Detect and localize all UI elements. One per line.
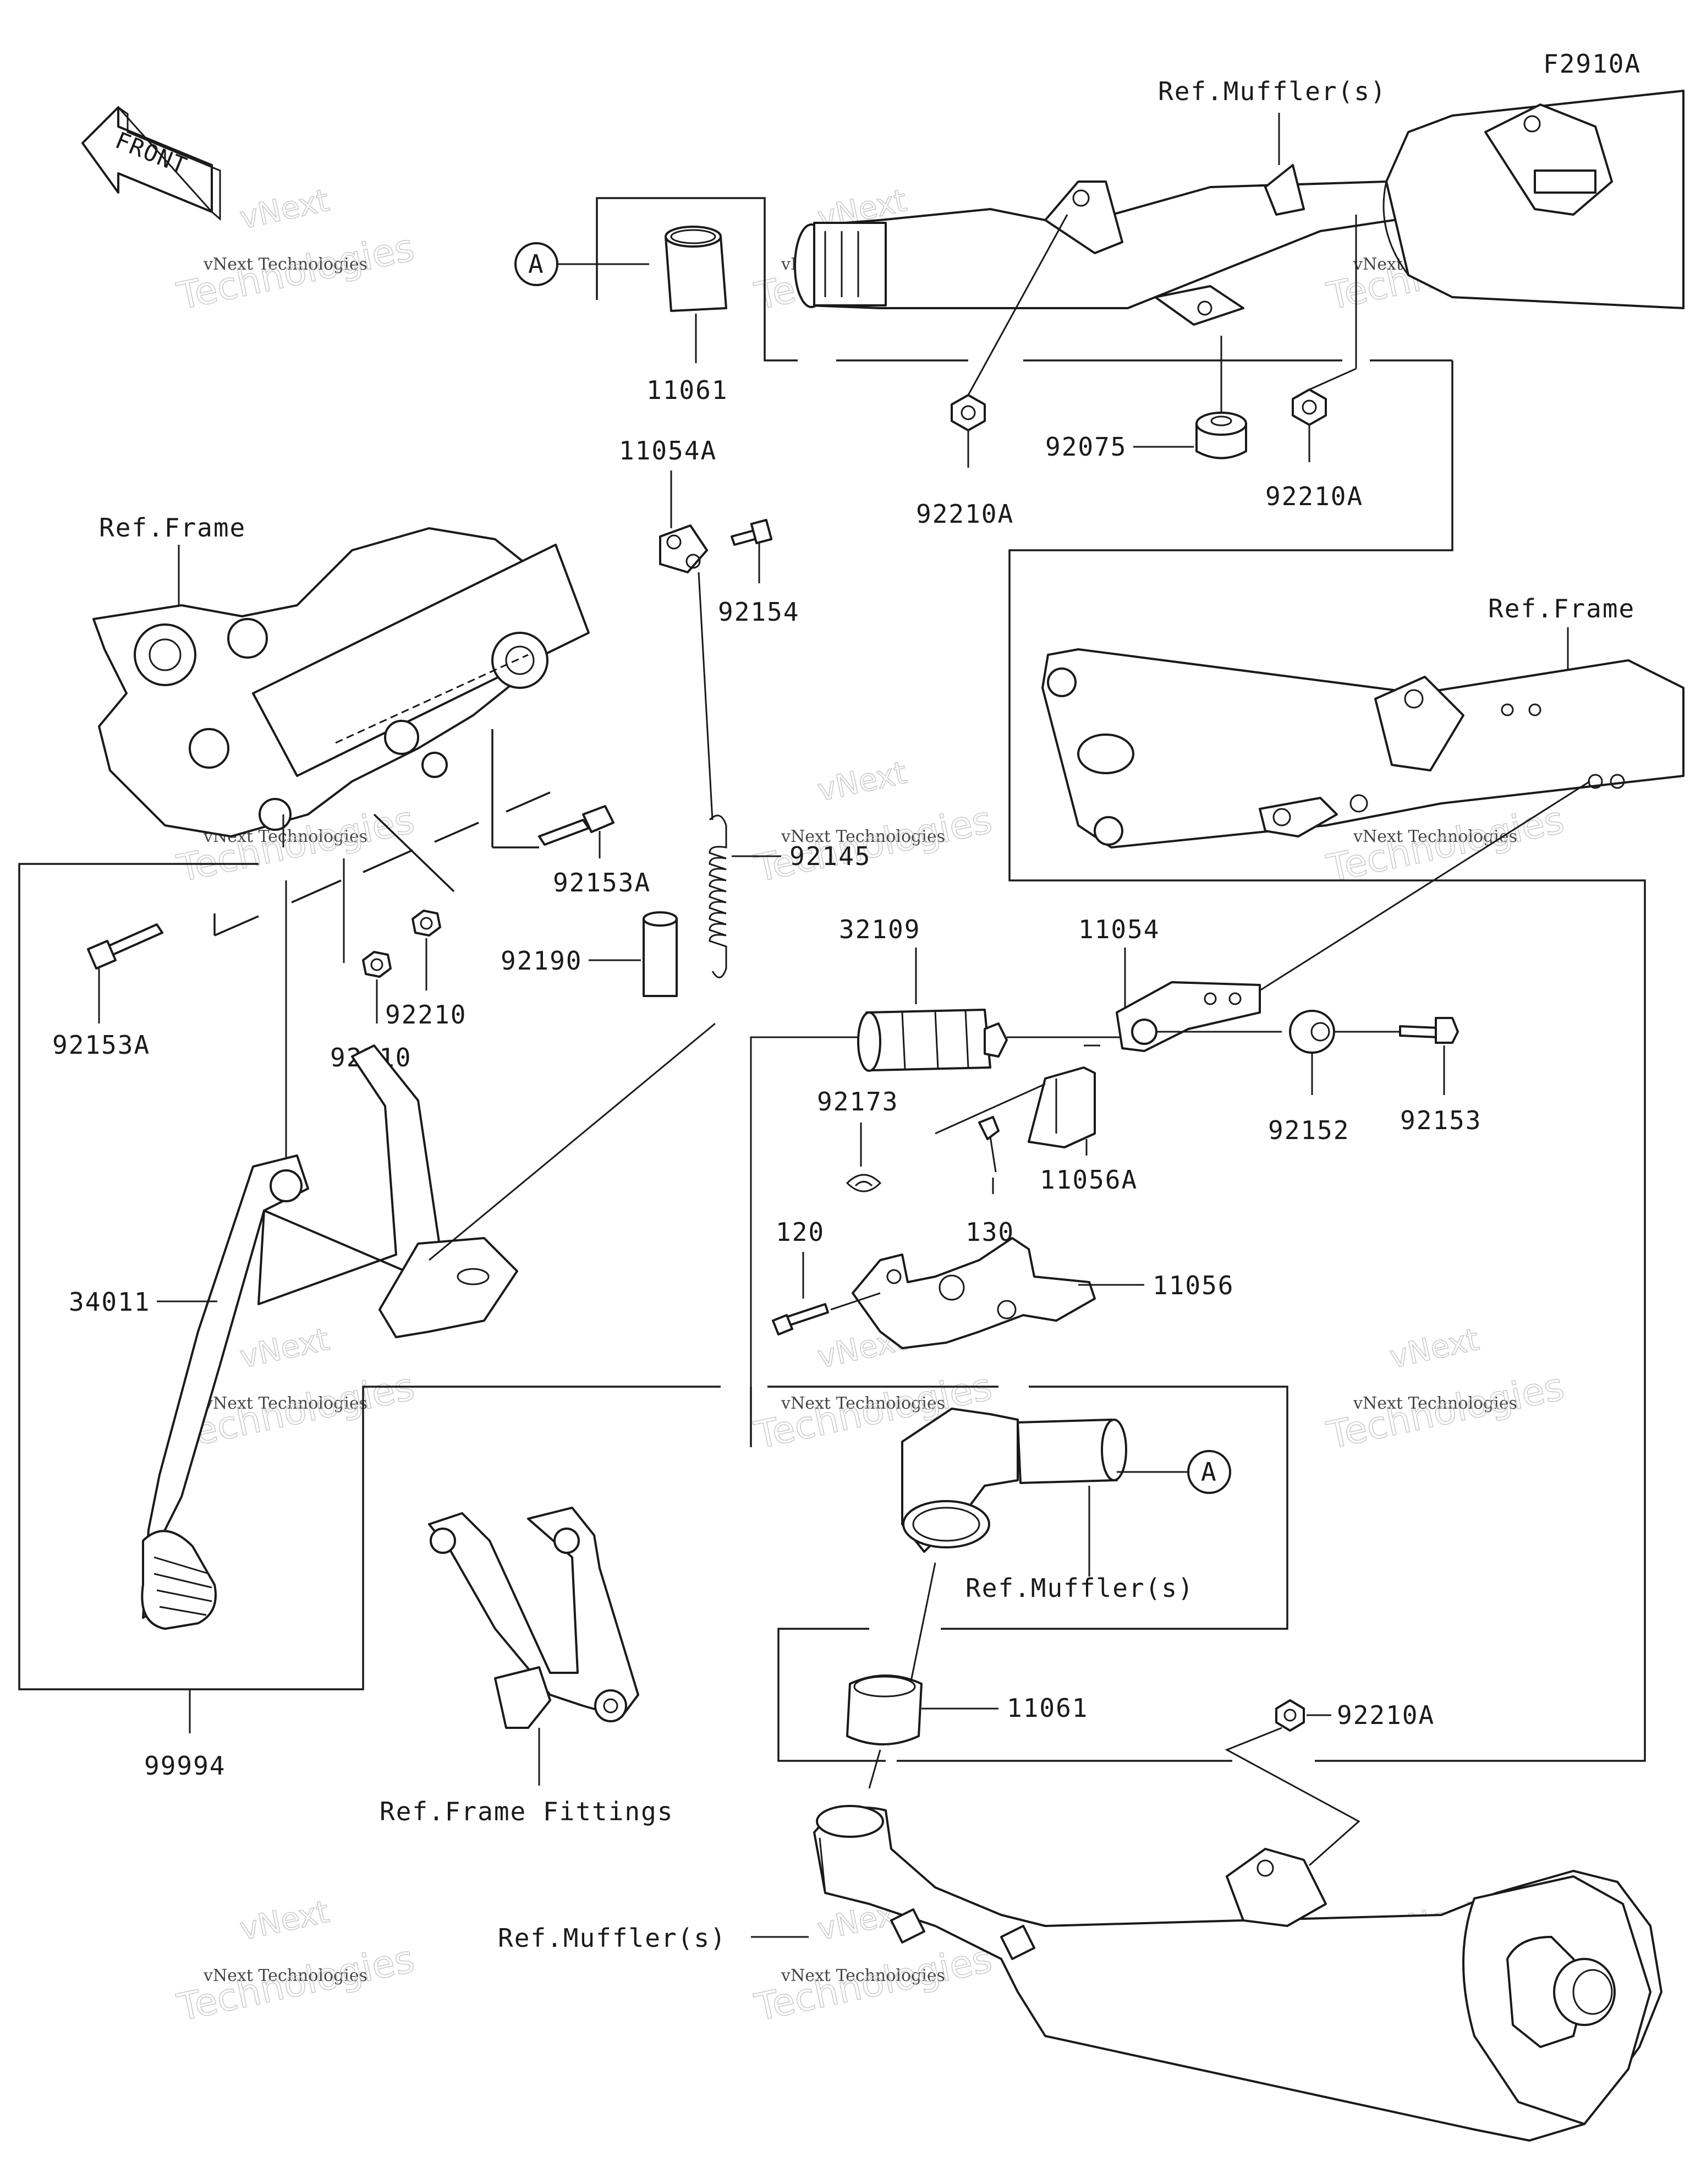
bracket-11054A [659,524,708,573]
watermark-5: vNext vNext Technologies Technologies [751,754,996,891]
muffler-shell-top [1382,90,1684,309]
front-arrow-icon: FRONT [81,106,221,221]
figure-code: F2910A [1543,49,1641,79]
svg-text:vNext: vNext [815,755,910,809]
svg-text:92145: 92145 [789,841,871,871]
mid-muffler-area: A Ref.Muffler(s) [750,1386,1288,1762]
nut-92210-right [411,910,441,937]
svg-text:vNext Technologies: vNext Technologies [203,255,367,274]
svg-text:11054A: 11054A [619,436,717,466]
svg-text:vNext: vNext [237,1322,333,1376]
muffler-bottom [813,1805,1662,2142]
svg-text:Ref.Muffler(s): Ref.Muffler(s) [1158,76,1387,106]
svg-text:92190: 92190 [501,946,582,976]
clip-92173 [846,1174,882,1192]
svg-text:vNext Technologies: vNext Technologies [1353,1394,1517,1413]
joint-pipe [901,1408,1127,1553]
rubber-footpeg-32109 [857,1009,1008,1072]
stand-34011 [141,1044,518,1630]
right-frame [1041,648,1684,849]
svg-text:Technologies: Technologies [751,798,996,891]
svg-text:A: A [1201,1457,1217,1487]
svg-text:vNext Technologies: vNext Technologies [781,1966,945,1985]
sleeve-92190 [643,911,678,997]
bolt-130 [978,1116,1000,1173]
svg-text:11061: 11061 [646,375,728,405]
upper-bracket-pipe: A 11061 Ref.Muffler(s) [514,76,1684,529]
svg-text:92075: 92075 [1045,432,1127,462]
svg-text:92210: 92210 [385,1000,467,1030]
svg-text:vNext Technologies: vNext Technologies [781,827,945,846]
svg-text:Ref.Frame: Ref.Frame [1488,594,1635,623]
svg-text:92153A: 92153A [52,1030,150,1060]
svg-text:vNext: vNext [1387,1322,1483,1376]
nut-92210A-left [951,394,986,431]
spring-92145 [698,572,727,978]
svg-text:92152: 92152 [1268,1115,1349,1145]
svg-text:vNext Technologies: vNext Technologies [1353,827,1517,846]
svg-text:92210A: 92210A [1265,481,1363,511]
gasket-11061-bottom [846,1674,923,1745]
watermark-10: vNext vNext Technologies Technologies [173,1893,419,2030]
bolt-92154 [731,518,773,546]
collar-92152 [1289,1010,1335,1054]
header-pipe [794,164,1431,326]
svg-text:A: A [528,249,545,279]
bracket-11056 [852,1237,1096,1349]
svg-text:vNext Technologies: vNext Technologies [203,1966,367,1985]
svg-text:Ref.Frame Fittings: Ref.Frame Fittings [380,1797,674,1826]
svg-text:vNext: vNext [237,1894,333,1948]
svg-text:11056A: 11056A [1040,1165,1138,1195]
svg-text:92153: 92153 [1400,1105,1482,1135]
nut-92210-left [362,951,392,978]
svg-text:Technologies: Technologies [173,1937,418,2030]
gasket-11061-top [665,226,727,312]
svg-text:32109: 32109 [839,915,920,944]
svg-text:34011: 34011 [69,1287,150,1317]
bracket-11056A [1028,1066,1096,1148]
nut-92210A-right [1292,388,1327,426]
bracket-11054 [1116,981,1261,1052]
svg-text:vNext: vNext [237,183,333,237]
frame-fittings [428,1507,639,1729]
svg-text:vNext Technologies: vNext Technologies [781,1394,945,1413]
svg-text:92210A: 92210A [916,499,1014,529]
damper-92075 [1195,412,1247,459]
bolt-92153A-left [87,923,163,970]
svg-text:Ref.Muffler(s): Ref.Muffler(s) [498,1923,727,1953]
svg-text:92154: 92154 [718,597,799,627]
svg-text:11054: 11054 [1078,915,1160,944]
svg-text:92210A: 92210A [1337,1700,1435,1730]
svg-text:Technologies: Technologies [751,1937,996,2030]
right-frame-area: Ref.Frame [897,360,1684,1762]
svg-text:92153A: 92153A [553,868,651,897]
svg-text:120: 120 [776,1217,825,1247]
left-frame-area: Ref.Frame [92,513,590,847]
svg-text:Ref.Muffler(s): Ref.Muffler(s) [965,1573,1194,1603]
svg-text:99994: 99994 [144,1751,226,1781]
bolt-92153 [1399,1017,1459,1044]
svg-text:11056: 11056 [1153,1271,1234,1300]
svg-text:vNext Technologies: vNext Technologies [203,1394,367,1413]
svg-text:11061: 11061 [1007,1693,1088,1723]
svg-text:Ref.Frame: Ref.Frame [99,513,246,543]
svg-text:Technologies: Technologies [1323,1365,1568,1458]
watermark-9: vNext vNext Technologies Technologies [1323,1321,1568,1458]
side-stand-assembly [18,863,721,1690]
nut-92210A-bottom [1275,1699,1305,1732]
bolt-120 [772,1303,829,1335]
left-frame [92,527,590,838]
svg-text:Technologies: Technologies [173,226,418,319]
svg-text:92173: 92173 [817,1087,898,1116]
bolt-92153A-mid [538,805,614,846]
